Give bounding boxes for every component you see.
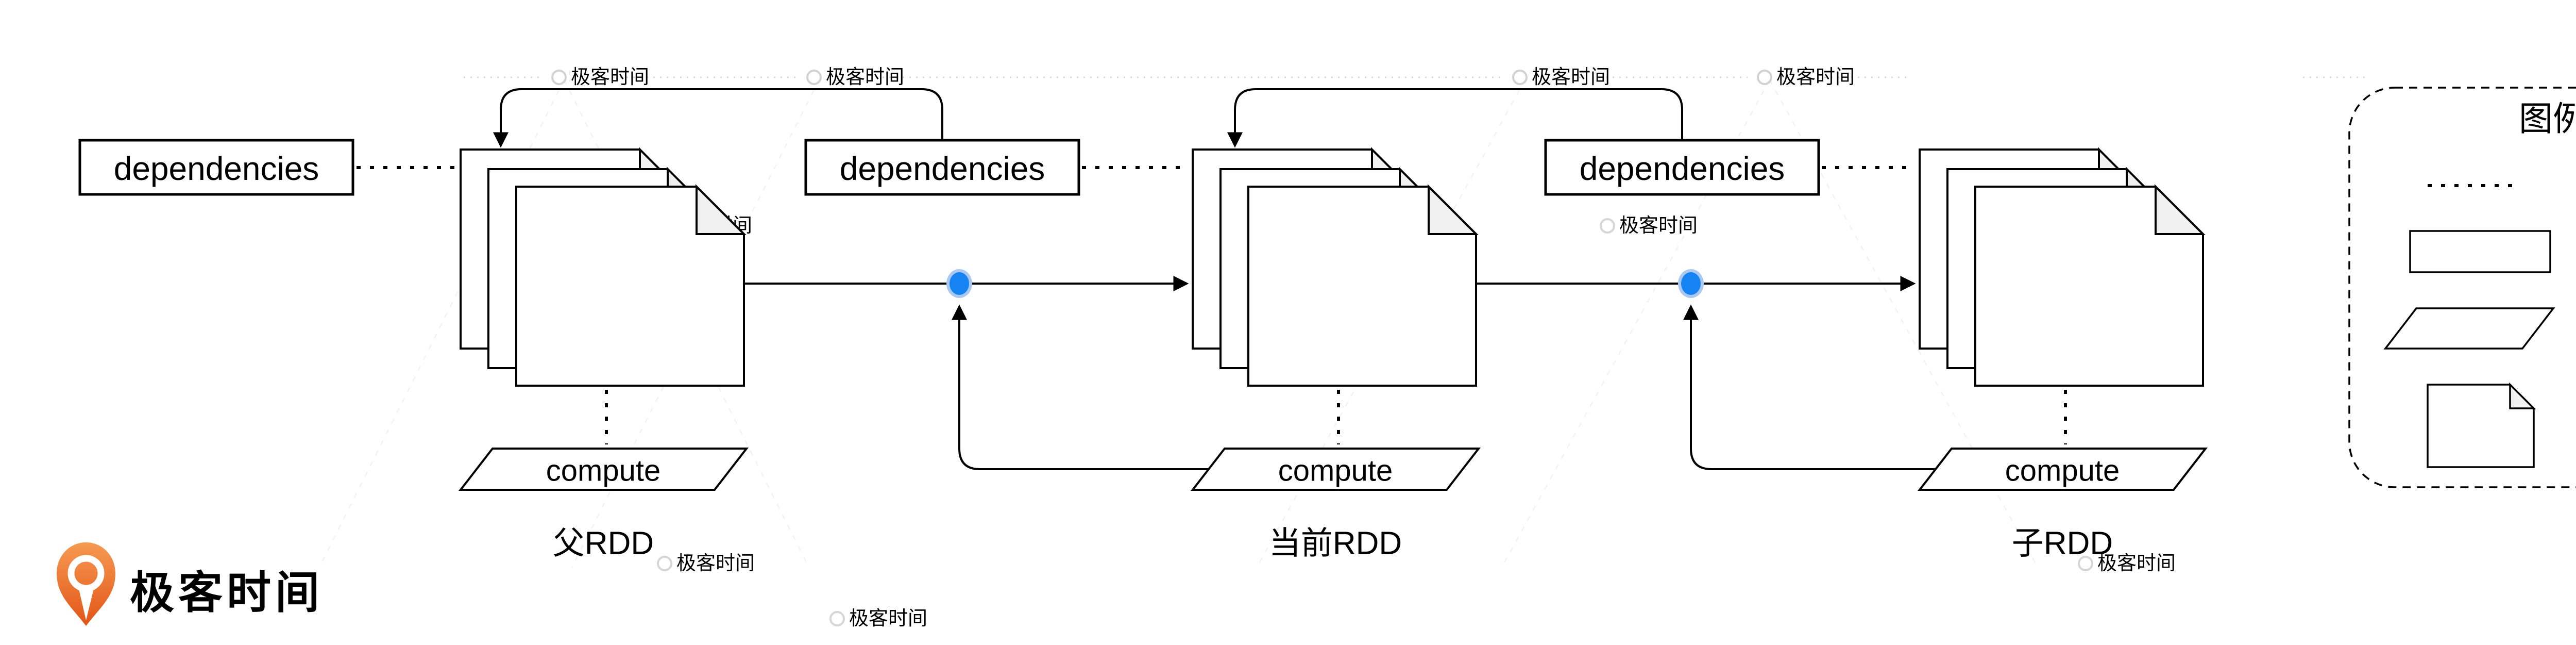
watermark-pin-icon	[1512, 70, 1528, 85]
dependencies-box-current: dependencies	[804, 139, 1080, 196]
page-fold-icon	[2509, 382, 2536, 409]
dependencies-box-child: dependencies	[1544, 139, 1820, 196]
logo-text: 极客时间	[130, 568, 324, 618]
legend-title: 图例	[2519, 100, 2576, 138]
watermark-text: 极客时间	[1776, 67, 1855, 88]
partition-stack-parent	[460, 147, 747, 387]
compute-arrow-current	[952, 304, 1209, 470]
legend-item-data-partition: 数据分片	[2427, 382, 2536, 468]
watermark-pin-icon	[551, 70, 567, 85]
watermark-pin-icon	[806, 70, 822, 85]
rdd-name-current: 当前RDD	[1269, 526, 1402, 561]
watermark: 极客时间	[1512, 67, 1610, 88]
compute-label: compute	[2005, 454, 2120, 488]
dependencies-box-parent: dependencies	[78, 139, 354, 196]
watermark-text: 极客时间	[571, 67, 649, 88]
rdd-name-child: 子RDD	[2012, 526, 2113, 561]
dependencies-label: dependencies	[114, 150, 319, 187]
watermark: 极客时间	[2078, 553, 2176, 574]
flow-dot-1	[946, 269, 972, 298]
watermark-text: 极客时间	[2097, 553, 2176, 574]
page-fold-icon	[696, 184, 747, 235]
watermark-text: 极客时间	[849, 608, 927, 630]
watermark-text: 极客时间	[1619, 215, 1698, 237]
dependencies-arrow-child-to-current	[1227, 88, 1683, 148]
watermark-text: 极客时间	[676, 553, 755, 574]
compute-method-current: compute	[1190, 448, 1481, 491]
legend-item-variable: 变量	[2409, 230, 2551, 273]
rectangle-icon	[2409, 230, 2551, 273]
partition-stack-current	[1192, 147, 1479, 387]
rdd-name-parent: 父RDD	[553, 526, 654, 561]
legend-item-attribute: 属性	[2428, 184, 2514, 187]
flow-dot-icon	[950, 272, 969, 295]
watermark-pin-icon	[1600, 218, 1615, 234]
page-fold-icon	[1428, 184, 1479, 235]
partition-stack-child	[1919, 147, 2206, 387]
watermark: 极客时间	[657, 553, 755, 574]
legend-border	[2348, 87, 2576, 488]
data-partition-page-icon	[1247, 186, 1477, 387]
dependencies-label: dependencies	[1580, 150, 1785, 187]
logo-wedge-icon	[78, 587, 94, 620]
watermark: 极客时间	[806, 67, 904, 88]
document-icon	[2427, 384, 2535, 468]
watermark-text: 极客时间	[1532, 67, 1610, 88]
watermark: 极客时间	[829, 608, 927, 630]
watermark-pin-icon	[657, 556, 672, 571]
compute-arrow-child	[1683, 304, 1936, 470]
compute-label: compute	[1278, 454, 1393, 488]
legend: 图例 属性 变量 方法 数据分片	[2348, 87, 2576, 488]
page-fold-icon	[639, 147, 663, 171]
page-fold-icon	[1371, 147, 1395, 171]
watermark: 极客时间	[1600, 215, 1698, 237]
legend-item-method: 方法	[2383, 307, 2555, 350]
compute-method-child: compute	[1917, 448, 2208, 491]
watermark: 极客时间	[1757, 67, 1855, 88]
compute-method-parent: compute	[458, 448, 749, 491]
watermark-text: 极客时间	[826, 67, 904, 88]
watermark-pin-icon	[829, 611, 845, 626]
geektime-logo: 极客时间	[57, 542, 324, 626]
page-fold-icon	[2098, 147, 2122, 171]
compute-label: compute	[546, 454, 660, 488]
data-partition-page-icon	[515, 186, 745, 387]
watermark-pin-icon	[1757, 70, 1772, 85]
parallelogram-icon	[2383, 307, 2555, 350]
dependencies-arrow-current-to-parent	[493, 88, 943, 148]
flow-dot-2	[1678, 269, 1704, 298]
flow-dot-icon	[1681, 272, 1701, 295]
page-fold-icon	[2155, 184, 2206, 235]
dependencies-label: dependencies	[840, 150, 1045, 187]
data-partition-page-icon	[1974, 186, 2204, 387]
watermark: 极客时间	[551, 67, 649, 88]
watermark-pin-icon	[2078, 556, 2093, 571]
